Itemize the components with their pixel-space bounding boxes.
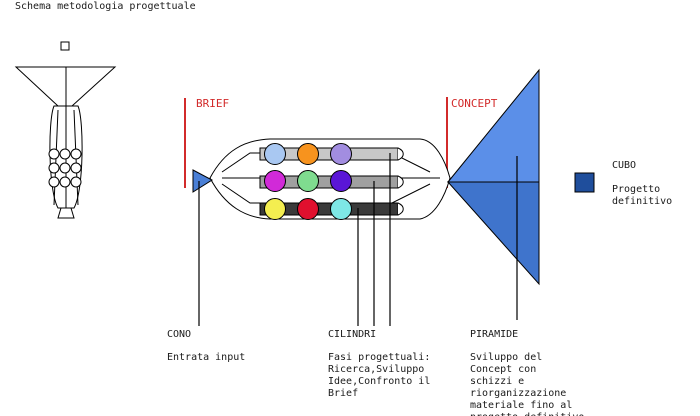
piramide-label: PIRAMIDE — [470, 329, 519, 340]
cilindri-description: Fasi progettuali: Ricerca,Sviluppo Idee,… — [328, 352, 431, 399]
concept-label: CONCEPT — [451, 97, 498, 110]
overview-circles — [48, 148, 82, 188]
cone-shape — [192, 169, 213, 193]
cubo-label: CUBO — [612, 160, 637, 171]
pyramid-shape — [446, 68, 540, 286]
phase-circle-r1-c3 — [330, 143, 352, 165]
phase-circle-r2-c2 — [297, 170, 319, 192]
phase-circle-r1-c1 — [264, 143, 286, 165]
cubo-description: Progetto definitivo — [612, 184, 673, 207]
phase-circle-r1-c2 — [297, 143, 319, 165]
overview-tip — [57, 207, 75, 219]
phase-circle-r3-c3 — [330, 198, 352, 220]
piramide-description: Sviluppo del Concept con schizzi e riorg… — [470, 352, 584, 416]
diagram-title: Schema metodologia progettuale — [15, 1, 196, 12]
cono-description: Entrata input — [167, 352, 246, 363]
brief-label: BRIEF — [196, 97, 230, 110]
pyramid-bottom-face — [446, 181, 540, 286]
overview-icon — [14, 41, 117, 219]
cube-shape — [574, 172, 595, 193]
phase-circle-r2-c1 — [264, 170, 286, 192]
cylinder-bars — [259, 147, 404, 216]
cono-label: CONO — [167, 329, 192, 340]
phase-circles — [264, 143, 352, 220]
phase-circle-r3-c2 — [297, 198, 319, 220]
leader-lines — [198, 153, 518, 326]
cilindri-label: CILINDRI — [328, 329, 377, 340]
phase-circle-r3-c1 — [264, 198, 286, 220]
pyramid-top-face — [446, 68, 540, 183]
phase-circle-r2-c3 — [330, 170, 352, 192]
overview-square — [60, 41, 70, 51]
